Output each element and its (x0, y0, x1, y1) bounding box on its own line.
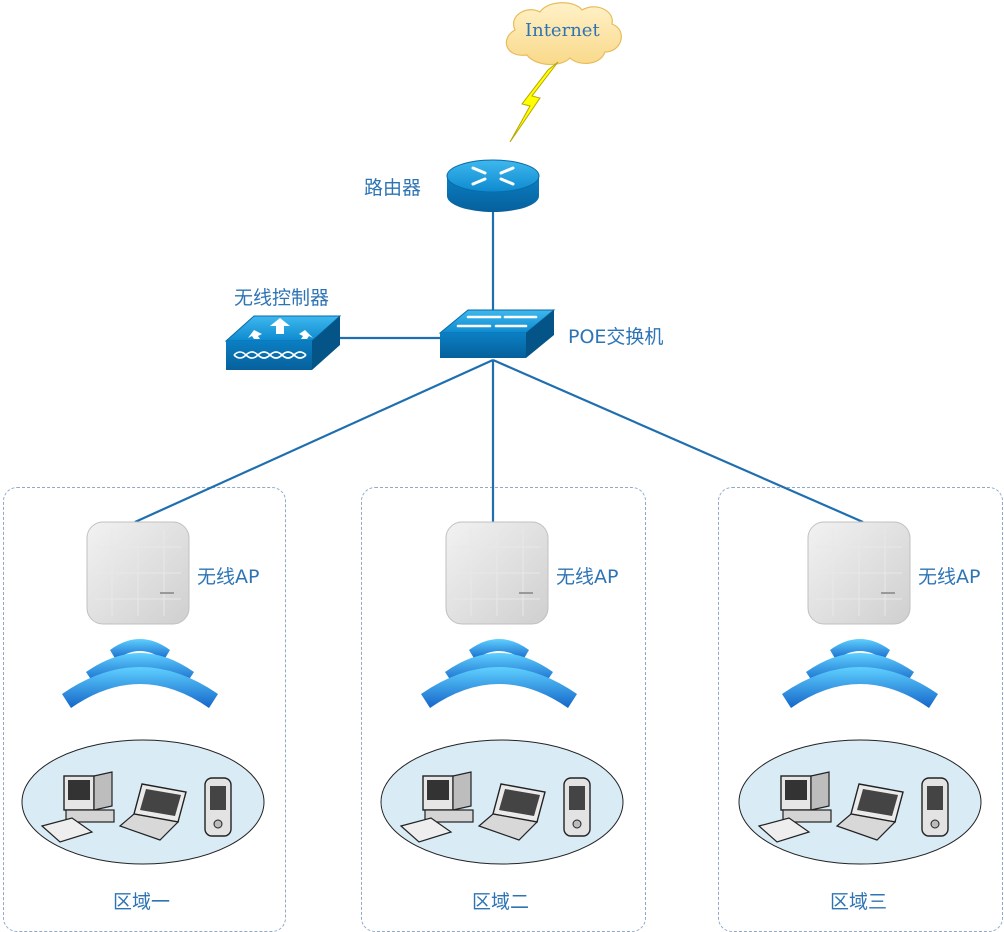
switch-label: POE交换机 (568, 326, 664, 348)
poe-switch-icon (438, 309, 556, 358)
ap-1-label: 无线AP (197, 566, 260, 588)
ap-3-label: 无线AP (918, 566, 981, 588)
pda-icon (204, 777, 232, 837)
internet-label: Internet (525, 20, 600, 41)
lightning-bolt-icon (509, 61, 559, 143)
laptop-icon (477, 783, 546, 841)
zone-3-label: 区域三 (830, 891, 888, 913)
router-label: 路由器 (364, 177, 422, 199)
controller-label: 无线控制器 (234, 287, 330, 309)
client-devices-3 (757, 771, 949, 843)
client-devices-2 (399, 771, 591, 843)
router-icon (446, 159, 540, 212)
wifi-waves-1-icon (62, 639, 218, 708)
pda-icon (921, 777, 949, 837)
laptop-icon (835, 783, 904, 841)
desktop-pc-icon (399, 771, 474, 843)
wifi-waves-2-icon (421, 639, 577, 708)
network-links (134, 212, 864, 524)
access-point-2-icon (445, 521, 549, 625)
wireless-controller-icon (224, 315, 342, 370)
ap-2-label: 无线AP (556, 566, 619, 588)
access-point-1-icon (86, 521, 190, 625)
zone-2-label: 区域二 (472, 891, 530, 913)
client-devices-1 (40, 771, 232, 843)
link-switch-ap1 (134, 358, 494, 524)
wifi-waves-3-icon (782, 639, 938, 708)
pda-icon (563, 777, 591, 837)
desktop-pc-icon (40, 771, 115, 843)
laptop-icon (118, 783, 187, 841)
internet-cloud (505, 2, 622, 65)
zone-1-label: 区域一 (113, 891, 171, 913)
desktop-pc-icon (757, 771, 832, 843)
link-switch-ap3 (492, 358, 864, 524)
access-point-3-icon (807, 521, 911, 625)
